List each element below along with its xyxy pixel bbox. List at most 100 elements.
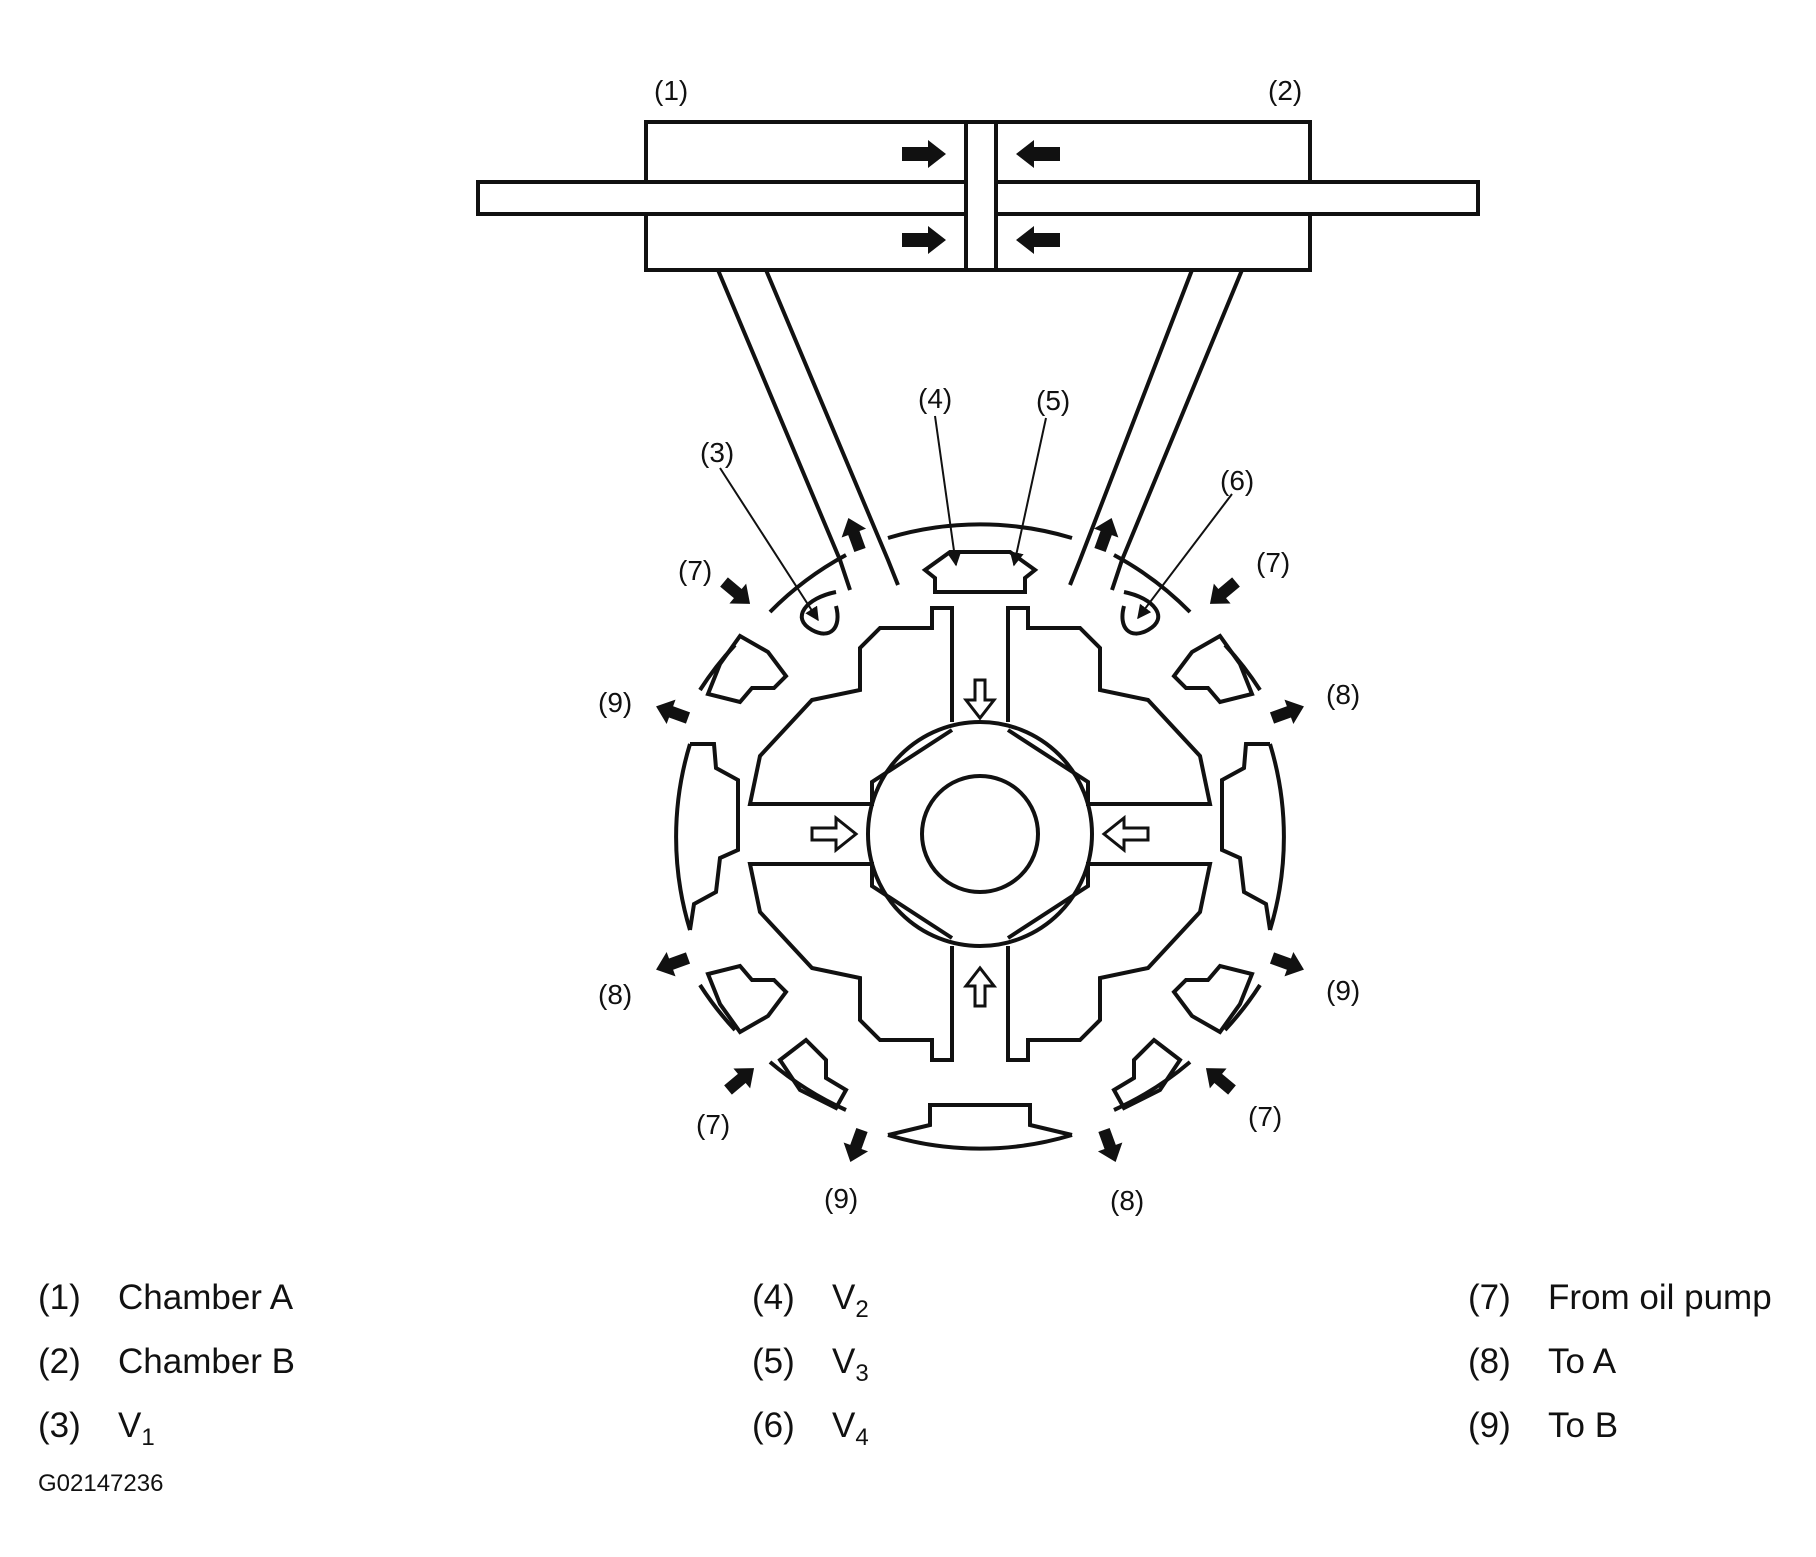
legend-number: (3) — [38, 1406, 81, 1445]
legend-number: (2) — [38, 1342, 81, 1381]
legend-number: (7) — [1468, 1278, 1511, 1317]
callout-9: (9) — [1326, 975, 1360, 1006]
passage-chamber-a-inner — [764, 269, 900, 586]
callout-8: (8) — [598, 979, 632, 1010]
pad-lower-right — [1171, 963, 1255, 1035]
legend-subscript: 2 — [855, 1296, 869, 1323]
legend-subscript: 1 — [141, 1424, 155, 1451]
cylinder — [476, 120, 1480, 272]
figure-id: G02147236 — [38, 1470, 164, 1497]
legend-number: (4) — [752, 1278, 795, 1317]
callout-4: (4) — [918, 383, 952, 414]
legend-item-9: (9)To B — [1468, 1406, 1618, 1446]
cylinder-arrows — [902, 140, 1060, 254]
callout-7: (7) — [678, 555, 712, 586]
legend-text: V3 — [832, 1342, 869, 1387]
pad-upper-right — [1171, 633, 1255, 705]
legend-text: Chamber B — [118, 1342, 296, 1381]
ring-right-segment — [1268, 743, 1286, 931]
leader-3 — [719, 467, 819, 622]
pad-bottom-left — [777, 1037, 849, 1111]
ring-bottom-left-segment — [768, 1060, 847, 1112]
valve-hub — [866, 720, 1094, 948]
legend-subscript: 4 — [855, 1424, 869, 1451]
hollow-arrow-up-icon — [962, 965, 998, 1008]
valve-center-bore — [920, 774, 1040, 894]
callout-7: (7) — [1256, 547, 1290, 578]
callout-6: (6) — [1220, 465, 1254, 496]
legend-item-4: (4) V2 — [752, 1278, 869, 1324]
callout-7: (7) — [696, 1109, 730, 1140]
arrow-icon — [1269, 699, 1304, 725]
top-valve-block — [921, 550, 1039, 594]
arrow-icon — [1269, 951, 1304, 977]
arrow-icon — [656, 699, 691, 725]
arrow-icon — [1097, 1127, 1123, 1162]
ring-bottom-segment — [887, 1133, 1073, 1151]
legend-text: V2 — [832, 1278, 869, 1323]
pad-right — [1220, 742, 1272, 931]
legend-item-7: (7) From oil pump — [1468, 1278, 1772, 1318]
ring-upper-left-segment — [768, 553, 847, 614]
legend-item-6: (6) V4 — [752, 1406, 869, 1452]
legend-number: (1) — [38, 1278, 81, 1317]
passages — [716, 269, 1244, 591]
arrow-left-icon — [1016, 140, 1060, 168]
callout-9: (9) — [824, 1183, 858, 1214]
legend-symbol: V — [832, 1406, 856, 1445]
legend-text: V1 — [118, 1406, 155, 1451]
legend-number: (9) — [1468, 1406, 1511, 1445]
leader-6 — [1137, 493, 1233, 620]
arrow-icon — [843, 1127, 869, 1162]
legend-text: Chamber A — [118, 1278, 294, 1317]
v1-hook — [799, 590, 840, 636]
callout-1: (1) — [654, 75, 688, 106]
legend-item-3: (3) V1 — [38, 1406, 155, 1452]
callout-8: (8) — [1110, 1185, 1144, 1216]
hollow-arrow-down-icon — [962, 678, 998, 721]
ring-lower-right-segment — [1223, 983, 1262, 1032]
ring-lower-left-segment — [698, 983, 737, 1032]
pad-bottom-right — [1111, 1037, 1183, 1111]
callout-7: (7) — [1248, 1101, 1282, 1132]
ring-top-segment — [887, 522, 1073, 540]
hollow-arrow-left-icon — [1101, 814, 1150, 854]
arrow-right-icon — [902, 140, 946, 168]
ring-left-segment — [674, 743, 692, 931]
piston — [964, 120, 998, 272]
pad-upper-left — [705, 633, 789, 705]
rotor-lobe-bottom-right — [1006, 862, 1213, 1062]
pad-left — [688, 742, 740, 931]
legend-number: (6) — [752, 1406, 795, 1445]
bottom-valve-block — [887, 1103, 1073, 1137]
leader-lines — [719, 415, 1233, 622]
rotor-lobe-bottom-left — [747, 862, 954, 1062]
leader-4 — [934, 415, 962, 567]
arrow-icon — [724, 1068, 755, 1095]
arrow-right-icon — [902, 226, 946, 254]
rotary-valve — [674, 522, 1286, 1151]
external-flow-arrows — [656, 518, 1304, 1162]
pad-lower-left — [705, 963, 789, 1035]
legend-symbol: V — [118, 1406, 142, 1445]
callout-2: (2) — [1268, 75, 1302, 106]
legend-text: From oil pump — [1548, 1278, 1772, 1317]
callout-8: (8) — [1326, 679, 1360, 710]
legend-item-8: (8) To A — [1468, 1342, 1616, 1382]
v4-hook — [1120, 590, 1161, 636]
legend-number: (5) — [752, 1342, 795, 1381]
arrow-icon — [1205, 1068, 1236, 1095]
arrow-icon — [1209, 577, 1240, 604]
leader-5 — [1009, 417, 1047, 567]
legend-item-5: (5) V3 — [752, 1342, 869, 1388]
arrow-icon — [656, 951, 691, 977]
legend-number: (8) — [1468, 1342, 1511, 1381]
legend-text: To A — [1548, 1342, 1617, 1381]
internal-flow-arrows — [810, 678, 1150, 1008]
callouts: (1) (2) (3) (4) (5) (6) (7) (7) (9) (8) … — [598, 75, 1360, 1216]
arrow-icon — [1093, 518, 1119, 553]
arrow-icon — [720, 577, 751, 604]
rotor-lobe-top-right — [1006, 606, 1213, 806]
callout-9: (9) — [598, 687, 632, 718]
